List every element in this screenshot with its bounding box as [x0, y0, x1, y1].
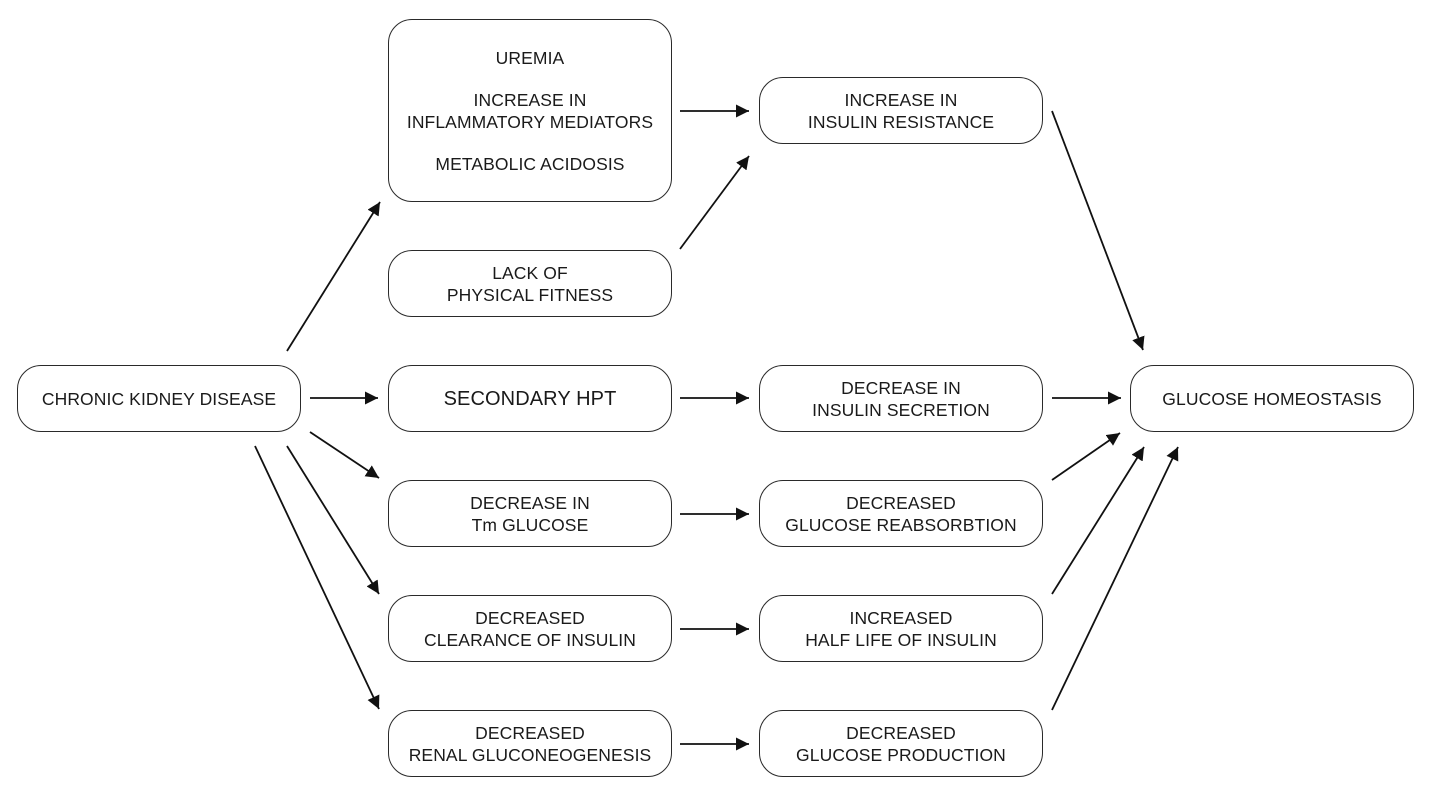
node-label-line: GLUCOSE PRODUCTION: [796, 744, 1006, 765]
arrow-resistance-to-homeostasis: [1051, 110, 1145, 351]
node-label-line: INSULIN RESISTANCE: [807, 111, 995, 132]
arrow-reabsorption-to-homeostasis: [1051, 432, 1121, 481]
node-label-line: DECREASE IN: [841, 377, 961, 398]
arrow-ckd-to-gluconeogenesis: [254, 445, 380, 710]
node-lack-of-physical-fitness: LACK OF PHYSICAL FITNESS: [388, 250, 672, 317]
node-label-line: HALF LIFE OF INSULIN: [805, 629, 997, 650]
node-secondary-hpt: SECONDARY HPT: [388, 365, 672, 432]
node-label-line: GLUCOSE HOMEOSTASIS: [1162, 388, 1382, 409]
node-label-line: DECREASED: [846, 492, 956, 513]
node-label-line: CLEARANCE OF INSULIN: [423, 629, 637, 650]
node-chronic-kidney-disease: CHRONIC KIDNEY DISEASE: [17, 365, 301, 432]
node-uremia-inflammation-acidosis: UREMIA INCREASE IN INFLAMMATORY MEDIATOR…: [388, 19, 672, 202]
node-label-line: DECREASED: [475, 722, 585, 743]
node-label-line: LACK OF: [492, 262, 568, 283]
node-label-line: GLUCOSE REABSORBTION: [785, 514, 1017, 535]
arrow-fitness-to-resistance: [679, 155, 750, 250]
node-increase-in-insulin-resistance: INCREASE IN INSULIN RESISTANCE: [759, 77, 1043, 144]
arrow-ckd-to-clearance: [286, 445, 380, 595]
node-decreased-clearance-of-insulin: DECREASED CLEARANCE OF INSULIN: [388, 595, 672, 662]
node-increased-half-life-of-insulin: INCREASED HALF LIFE OF INSULIN: [759, 595, 1043, 662]
node-label-line: INFLAMMATORY MEDIATORS: [406, 111, 654, 132]
node-label-line: Tm GLUCOSE: [471, 514, 589, 535]
node-label-line: INCREASE IN: [844, 89, 958, 110]
node-label-line: SECONDARY HPT: [443, 387, 617, 410]
node-label-line: INCREASED: [849, 607, 953, 628]
node-label-line: DECREASED: [846, 722, 956, 743]
node-label-uremia: UREMIA: [495, 47, 565, 68]
node-decrease-in-insulin-secretion: DECREASE IN INSULIN SECRETION: [759, 365, 1043, 432]
node-label-inflammatory-mediators: INCREASE IN INFLAMMATORY MEDIATORS: [407, 89, 653, 133]
arrow-production-to-homeostasis: [1051, 446, 1179, 711]
node-label-line: DECREASED: [475, 607, 585, 628]
node-label-line: INSULIN SECRETION: [812, 399, 990, 420]
node-label-metabolic-acidosis: METABOLIC ACIDOSIS: [435, 153, 625, 174]
node-decrease-in-tm-glucose: DECREASE IN Tm GLUCOSE: [388, 480, 672, 547]
node-label-line: CHRONIC KIDNEY DISEASE: [41, 388, 277, 409]
node-decreased-renal-gluconeogenesis: DECREASED RENAL GLUCONEOGENESIS: [388, 710, 672, 777]
node-label-line: RENAL GLUCONEOGENESIS: [408, 744, 652, 765]
node-decreased-glucose-production: DECREASED GLUCOSE PRODUCTION: [759, 710, 1043, 777]
node-glucose-homeostasis: GLUCOSE HOMEOSTASIS: [1130, 365, 1414, 432]
arrow-ckd-to-tm-glucose: [309, 431, 380, 479]
arrow-ckd-to-uremia: [286, 201, 381, 352]
node-label-line: INCREASE IN: [473, 89, 587, 110]
node-label-line: PHYSICAL FITNESS: [446, 284, 614, 305]
node-decreased-glucose-reabsorbtion: DECREASED GLUCOSE REABSORBTION: [759, 480, 1043, 547]
arrow-half-life-to-homeostasis: [1051, 446, 1145, 595]
node-label-line: DECREASE IN: [470, 492, 590, 513]
